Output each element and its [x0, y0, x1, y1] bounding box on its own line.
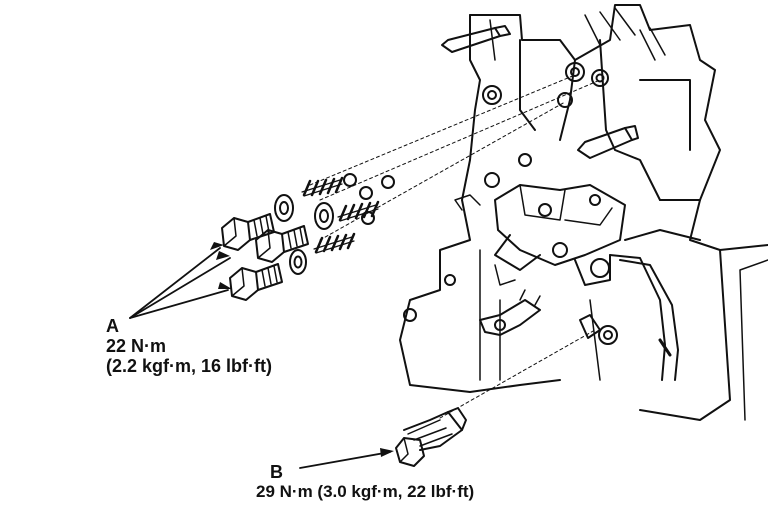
callout-a-torque: 22 N·m [106, 336, 167, 356]
bolt-a-lower [229, 263, 283, 301]
spring-lower [313, 232, 356, 254]
sealing-washers [274, 194, 334, 275]
springs [301, 176, 380, 254]
callout-a-torque-alt: (2.2 kgf·m, 16 lbf·ft) [106, 356, 273, 376]
callout-a-letter: A [106, 316, 119, 336]
alignment-lines [309, 74, 601, 419]
bolt-a-middle [255, 225, 309, 263]
spring-middle [337, 200, 380, 222]
transmission-housing [399, 4, 768, 421]
leader-lines [129, 247, 391, 469]
callout-b-letter: B [270, 462, 283, 482]
arrowheads [210, 242, 394, 457]
check-balls [343, 173, 395, 225]
pressure-switch-b [395, 407, 467, 467]
callout-b-torque: 29 N·m (3.0 kgf·m, 22 lbf·ft) [256, 482, 475, 501]
spring-upper [301, 176, 344, 197]
callout-a: A 22 N·m (2.2 kgf·m, 16 lbf·ft) [106, 316, 272, 376]
callout-b: B 29 N·m (3.0 kgf·m, 22 lbf·ft) [256, 462, 474, 502]
